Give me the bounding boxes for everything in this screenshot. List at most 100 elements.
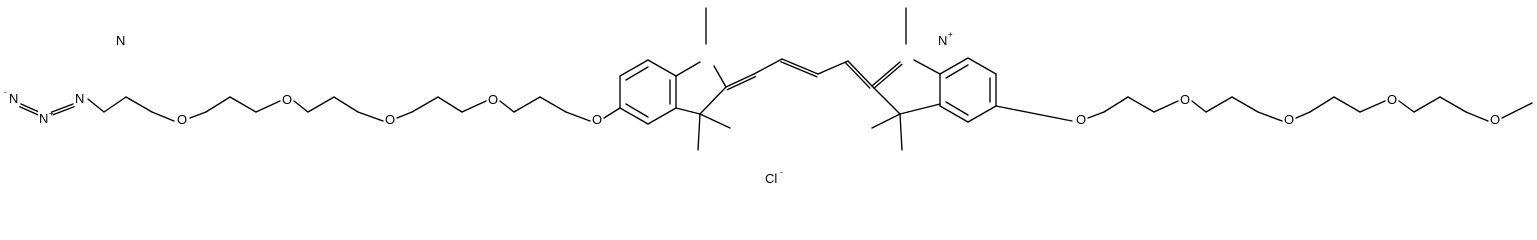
peg-bond [1309,96,1335,113]
peg-bond [1333,96,1361,113]
label-background [115,33,127,48]
label-background [281,92,294,107]
aryl-ether-bond [603,107,621,119]
peg-bond [461,100,487,113]
oxygen-atom: O [1180,92,1190,107]
azide-double-bond [19,106,39,116]
aromatic-bond [619,107,649,125]
peg-bond [396,111,413,119]
azide-terminal-charge: - [4,88,7,97]
aromatic-bond [967,105,997,123]
azide-inner-nitrogen: N [75,91,84,106]
ring-bond [675,107,701,115]
label-background [1489,112,1502,127]
label-mask-layer [8,33,1502,186]
oxygen-atom: O [282,92,292,107]
methyl-bond [699,113,731,129]
double-bond [845,62,871,89]
iminium-double-bond [873,63,903,89]
peg-bond [333,96,359,113]
single-bond [87,98,105,113]
azide-middle-charge: + [49,109,54,118]
aromatic-inner-bond [945,101,969,116]
chloride-ion: Cl [765,171,777,186]
azide-double-bond [52,106,75,116]
peg-bond [539,96,567,113]
double-bond [780,61,818,78]
peg-bond [1205,96,1233,113]
bond-layer [19,7,1533,151]
double-bond [725,73,755,88]
peg-bond [411,96,439,113]
azide-terminal-nitrogen: N [9,91,18,106]
peg-bond [565,111,591,122]
aromatic-bond [939,57,969,75]
peg-bond [1153,100,1179,113]
peg-bond [189,111,207,119]
methoxy-bond [1501,102,1533,119]
azide-double-bond [20,103,40,113]
double-bond [781,58,819,75]
peg-bond [1295,111,1311,119]
peg-bond [437,96,463,113]
oxygen-atom: O [1284,112,1294,127]
label-background [384,112,397,127]
peg-bond [499,100,515,113]
oxygen-atom: O [1387,92,1397,107]
chemical-structure: - N N + N O O O O O N N + O O O O O Cl - [4,7,1533,186]
peg-bond [1087,111,1105,119]
peg-bond [103,96,127,113]
iminium-double-bond [871,61,901,87]
peg-bond [1413,96,1441,113]
oxygen-atom: O [177,112,187,127]
label-background [38,111,50,126]
label-background [937,33,949,48]
peg-bond [1359,100,1386,113]
ring-bond [899,103,941,115]
peg-bond [1398,100,1415,113]
peg-bond [229,96,257,113]
peg-bond [1465,111,1489,122]
aromatic-inner-bond [945,64,969,79]
label-background [764,171,779,186]
label-background [1386,92,1399,107]
label-background [1075,112,1088,127]
label-background [591,112,604,127]
double-bond [847,60,873,87]
peg-bond [1191,100,1207,113]
azide-double-bond [51,103,74,113]
label-background [1179,92,1192,107]
peg-bond [307,96,335,113]
peg-bond [1231,96,1259,113]
ring-bond [699,86,727,115]
peg-bond [513,96,541,113]
oxygen-atom: O [592,112,602,127]
indoline-nitrogen: N [116,33,125,48]
ring-bond [675,61,701,77]
aromatic-inner-bond [625,66,649,81]
aromatic-inner-bond [625,103,649,118]
single-bond [817,60,849,75]
double-bond [726,76,756,91]
oxygen-atom: O [1490,112,1500,127]
label-background [487,92,500,107]
aromatic-bond [967,57,997,75]
oxygen-atom: O [385,112,395,127]
indolium-charge: + [948,30,953,39]
oxygen-atom: O [488,92,498,107]
peg-bond [357,111,384,122]
methyl-bond [871,113,901,129]
label-background [1283,112,1296,127]
peg-bond [151,111,175,122]
aryl-ether-bond [995,105,1073,122]
label-background [74,91,86,106]
peg-bond [1127,96,1155,113]
aromatic-bond [647,107,677,125]
aromatic-bond [647,59,677,77]
methyl-bond [697,113,701,151]
single-bond [753,58,783,75]
chloride-charge: - [780,168,783,177]
label-background [8,91,20,106]
peg-bond [255,100,281,113]
peg-bond [293,100,309,113]
